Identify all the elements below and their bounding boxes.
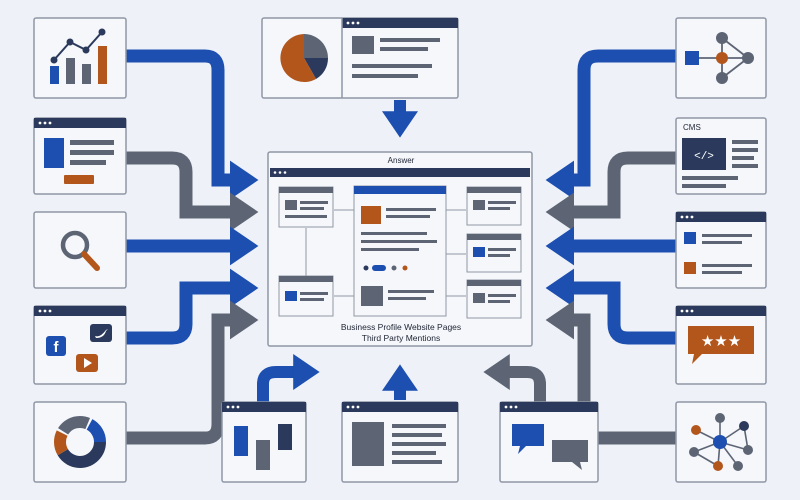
caption-line-1: Business Profile Website Pages bbox=[340, 322, 462, 332]
network-graph-icon bbox=[685, 32, 754, 84]
hub-network-icon bbox=[689, 413, 753, 471]
source-card-bar-window bbox=[221, 401, 307, 483]
source-card-social: f bbox=[33, 305, 127, 385]
arrow-from-reviews bbox=[545, 268, 676, 345]
cms-code-icon: </> bbox=[682, 138, 758, 188]
browser-form-icon bbox=[38, 121, 114, 184]
arrow-from-chat bbox=[483, 354, 546, 402]
answer-window bbox=[267, 151, 533, 347]
source-card-document bbox=[341, 401, 459, 483]
source-card-donut bbox=[33, 401, 127, 483]
source-card-reviews: ★★★ bbox=[675, 305, 767, 385]
browser-list-icon bbox=[684, 232, 752, 274]
document-window-icon bbox=[352, 422, 446, 466]
magnifier-icon bbox=[60, 230, 100, 271]
answer-title: Answer bbox=[387, 156, 415, 165]
source-card-pie-chart bbox=[261, 17, 459, 99]
arrow-from-cms bbox=[545, 151, 676, 232]
bar-chart-window-icon bbox=[234, 424, 292, 470]
social-media-icon: f bbox=[38, 309, 112, 372]
source-card-browser-list bbox=[675, 211, 767, 289]
donut-chart-icon bbox=[54, 416, 106, 468]
source-card-network bbox=[675, 17, 767, 99]
cms-label: CMS bbox=[683, 123, 701, 132]
arrow-from-browser-form bbox=[126, 151, 259, 232]
source-card-cms: </> bbox=[675, 117, 767, 195]
source-card-chat bbox=[499, 401, 599, 483]
caption-line-2: Third Party Mentions bbox=[361, 333, 441, 343]
arrow-from-chart bbox=[126, 49, 259, 200]
arrow-from-network bbox=[545, 49, 676, 200]
arrow-from-social bbox=[126, 268, 259, 345]
bar-line-chart-icon bbox=[50, 28, 107, 84]
pie-chart-icon bbox=[280, 34, 329, 82]
star-review-icon: ★★★ bbox=[688, 326, 754, 364]
svg-text:f: f bbox=[54, 339, 60, 356]
source-card-bar-line-chart bbox=[33, 17, 127, 99]
svg-text:</>: </> bbox=[694, 151, 714, 163]
answer-caption: Business Profile Website Pages Third Par… bbox=[270, 322, 532, 344]
arrow-from-donut bbox=[126, 300, 259, 445]
source-card-hub-network bbox=[675, 401, 767, 483]
svg-text:★★★: ★★★ bbox=[701, 332, 741, 350]
arrow-from-bar-window bbox=[257, 354, 320, 402]
source-card-search bbox=[33, 211, 127, 289]
chat-window-icon bbox=[512, 424, 588, 470]
source-card-browser-form bbox=[33, 117, 127, 195]
